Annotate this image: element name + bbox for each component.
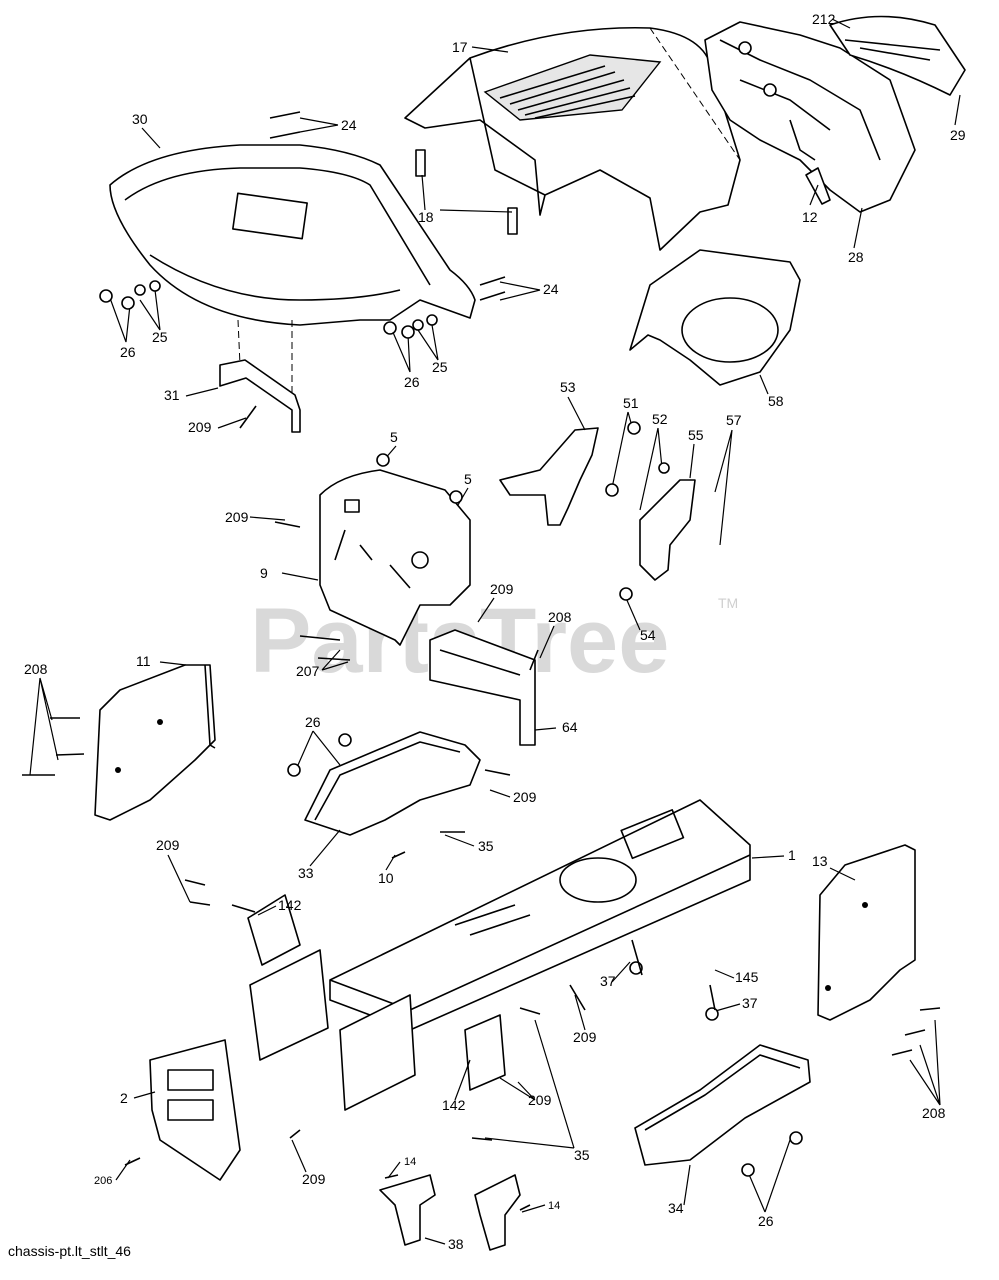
callout: 34 [668,1200,684,1216]
callout: 9 [260,565,268,581]
callout: 28 [848,249,864,265]
callout: 11 [136,653,151,669]
callout: 14 [548,1200,560,1212]
plate-part-142-lower [464,1014,506,1091]
callout: 5 [464,471,472,487]
callout: 58 [768,393,784,409]
callout: 38 [448,1236,464,1252]
bracket-part-31 [219,359,301,433]
callout: 206 [94,1175,112,1187]
callout: 207 [296,663,320,679]
plate-part-center [339,994,416,1111]
callout: 17 [452,39,468,55]
callout-labels: 17 212 30 24 29 18 12 28 24 26 25 26 25 … [24,11,966,1252]
callout: 64 [562,719,578,735]
callout: 51 [623,395,639,411]
front-cover-part-29 [829,15,966,96]
grille-part-212 [704,21,916,213]
callout: 208 [548,609,572,625]
callout: 26 [404,374,420,390]
hood-strip-18 [415,149,518,235]
bracket-part-53 [499,427,599,526]
callout: 29 [950,127,966,143]
callout: 26 [120,344,136,360]
callout: 37 [742,995,758,1011]
callout: 142 [278,897,302,913]
callout: 209 [513,789,537,805]
callout: 30 [132,111,148,127]
callout: 35 [574,1147,590,1163]
callout: 31 [164,387,180,403]
callout: 24 [341,117,357,133]
hardware [22,111,941,1211]
footrest-part-34 [634,1044,811,1166]
side-bracket-part-11 [94,664,216,821]
callout: 25 [152,329,168,345]
callout: 35 [478,838,494,854]
callout: 13 [812,853,828,869]
callout: 142 [442,1097,466,1113]
callout: 53 [560,379,576,395]
plate-part-left [249,949,329,1061]
lever-part-55 [639,479,696,581]
callout: 209 [302,1171,326,1187]
dash-panel-part-9 [319,469,471,646]
callout: 208 [922,1105,946,1121]
callout: 10 [378,870,394,886]
frame-part-1 [329,799,751,1031]
callout: 12 [802,209,818,225]
callout: 18 [418,209,434,225]
callout: 25 [432,359,448,375]
callout: 145 [735,969,759,985]
callout: 54 [640,627,656,643]
callout: 209 [573,1029,597,1045]
callout: 209 [188,419,212,435]
callout: 24 [543,281,559,297]
callout: 33 [298,865,314,881]
callout: 57 [726,412,742,428]
callout: 2 [120,1090,128,1106]
callout: 209 [156,837,180,853]
side-bracket-part-13 [817,844,916,1021]
diagram-caption: chassis-pt.lt_stlt_46 [8,1243,131,1259]
callout: 37 [600,973,616,989]
hood-part-17 [404,26,741,251]
plate-part-142-upper [247,894,301,966]
watermark-trademark: TM [718,595,738,611]
callout: 52 [652,411,668,427]
fender-part-30 [109,144,476,395]
callout: 208 [24,661,48,677]
callout: 55 [688,427,704,443]
callout: 209 [490,581,514,597]
callout: 209 [528,1092,552,1108]
bracket-part-64 [429,629,536,746]
callout: 26 [758,1213,774,1229]
bracket-part-38 [379,1174,521,1251]
footrest-part-33 [304,731,481,836]
callout: 14 [404,1156,416,1168]
callout: 1 [788,847,796,863]
rear-shield-part-58 [629,249,801,386]
bracket-part-2 [149,1039,241,1181]
callout: 26 [305,714,321,730]
callout: 212 [812,11,836,27]
callout: 5 [390,429,398,445]
callout: 209 [225,509,249,525]
